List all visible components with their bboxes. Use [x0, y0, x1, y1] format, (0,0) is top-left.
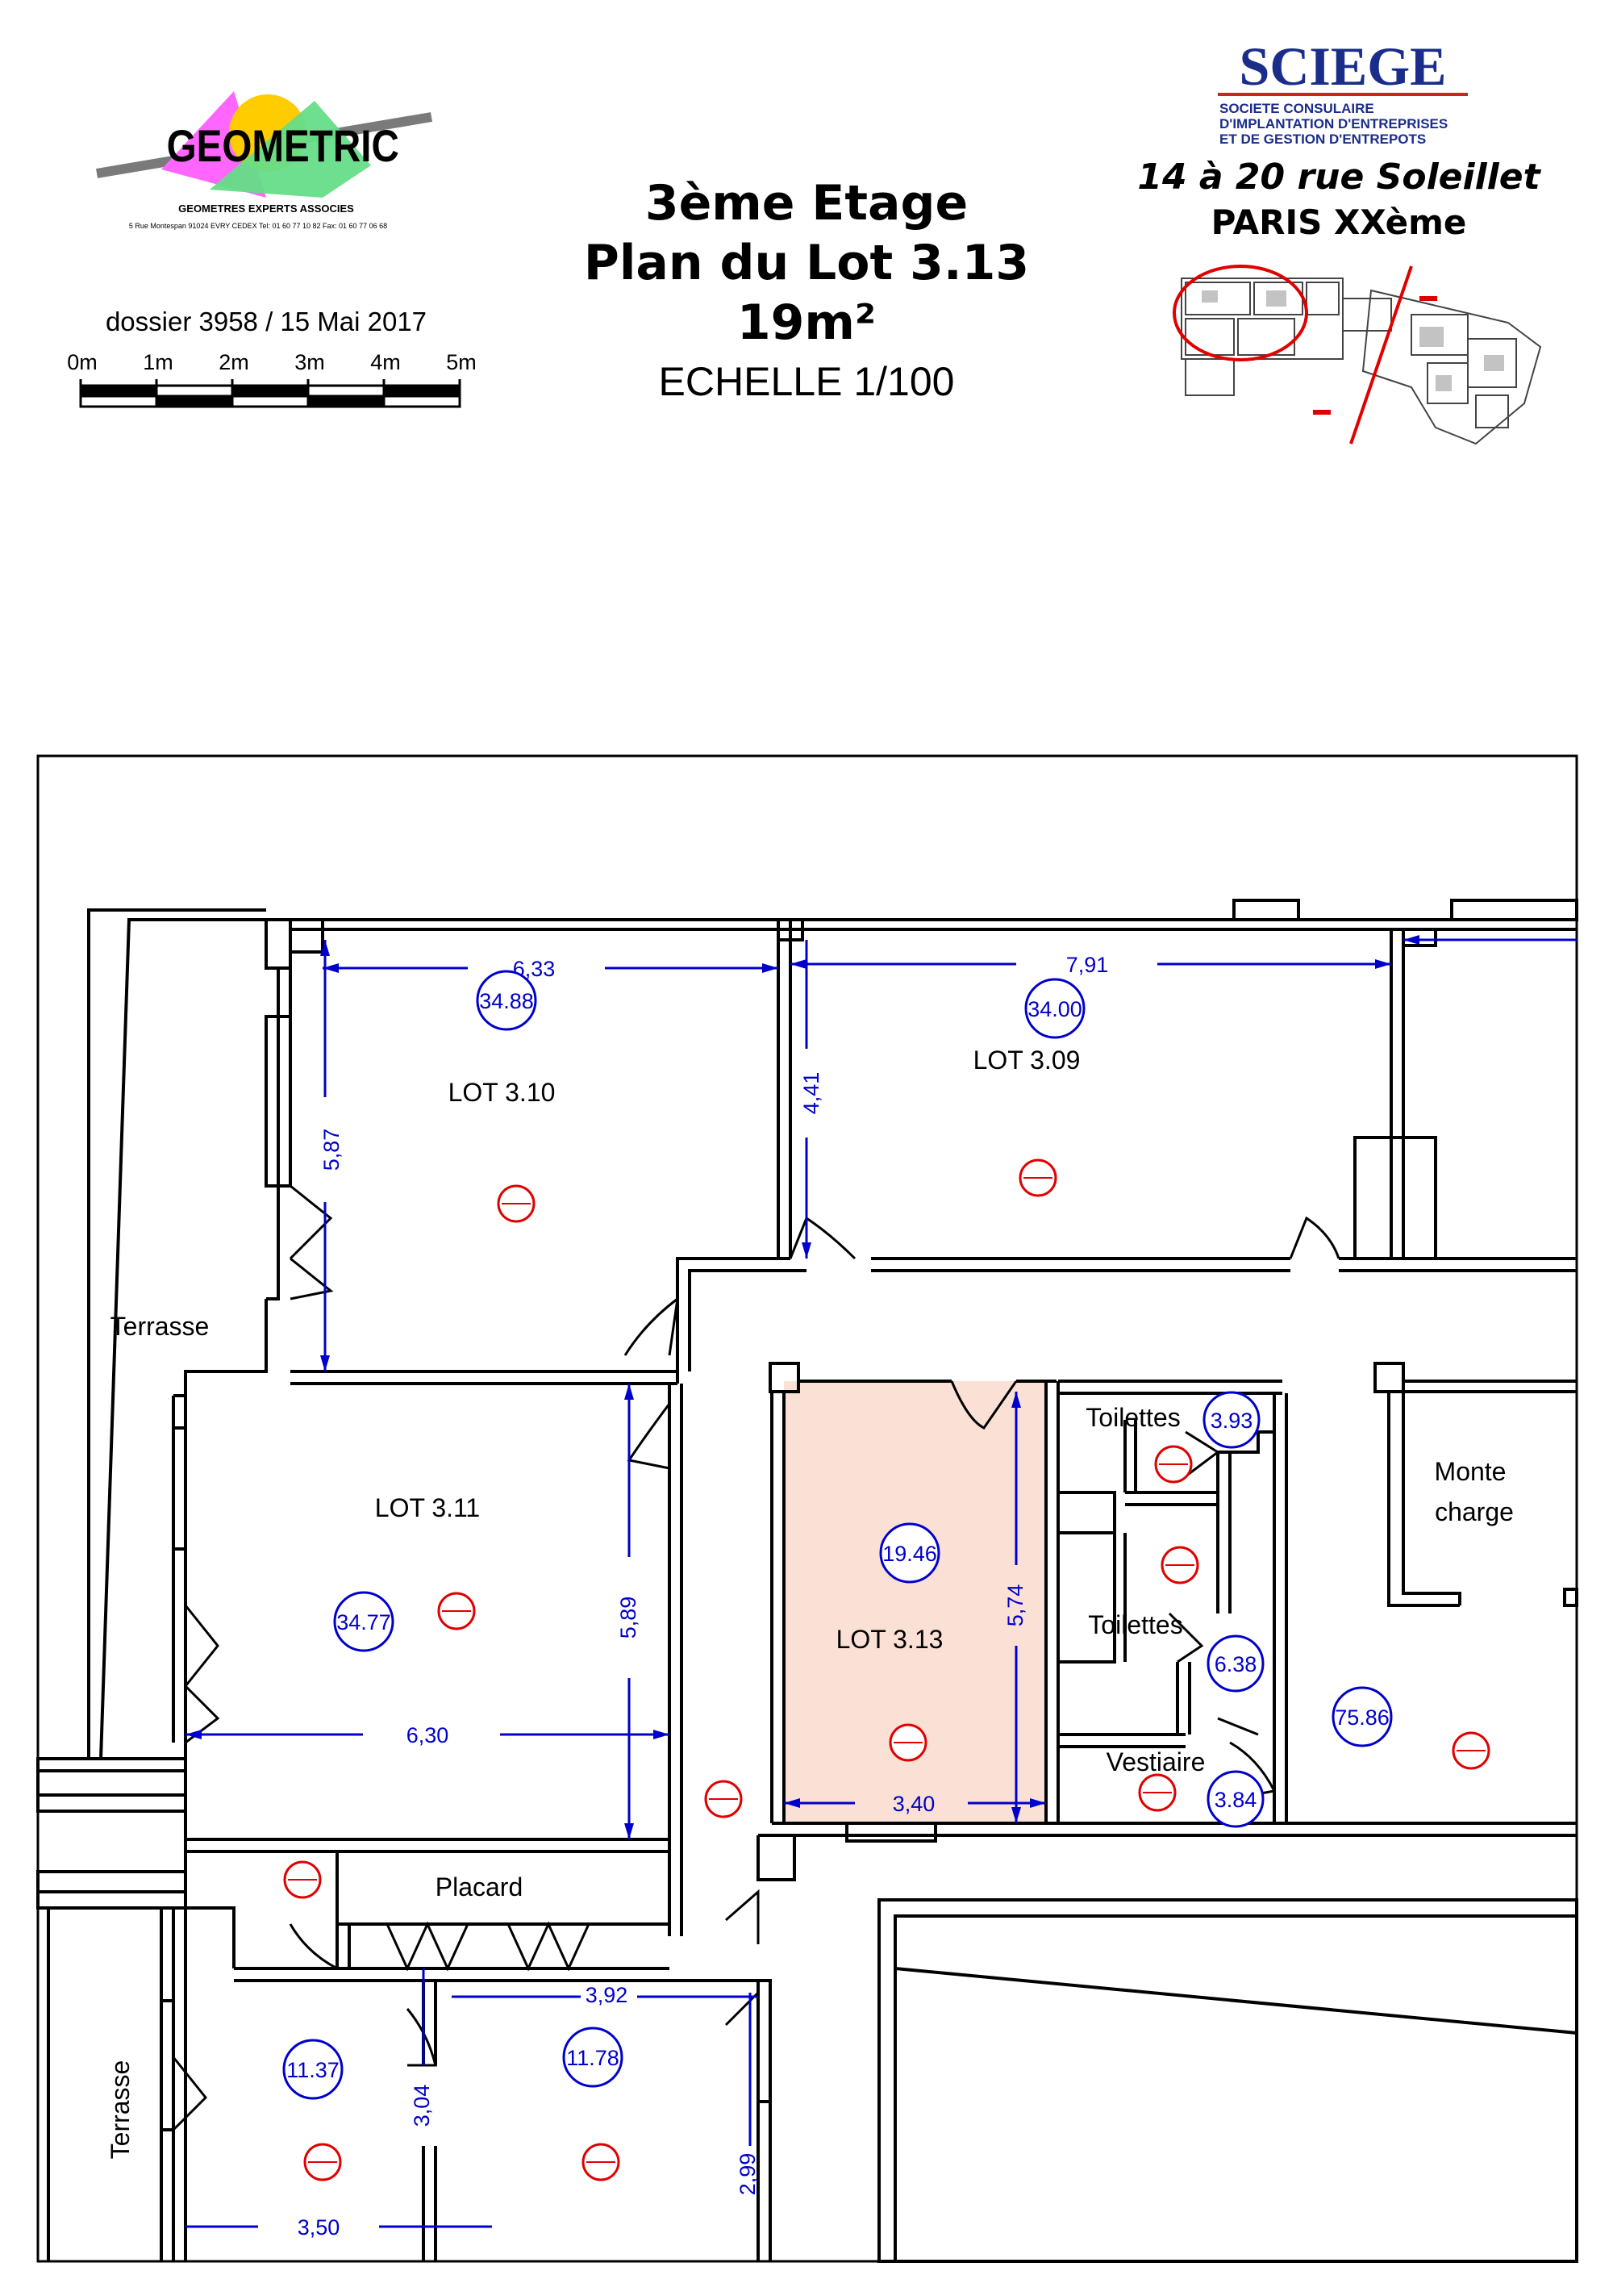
scale-label-5: 5m: [446, 350, 477, 374]
sciege-brand: SCIEGE: [1240, 44, 1447, 97]
area-lot-3-13: 19.46: [882, 1542, 937, 1566]
sciege-line-2: D'IMPLANTATION D'ENTREPRISES: [1219, 116, 1448, 131]
dim-lower-left-height: 3,04: [410, 2085, 434, 2127]
dim-lower-right-height: 2,99: [736, 2153, 760, 2196]
key-plan-highlight-circle: [1173, 265, 1308, 361]
room-terrasse-top: Terrasse: [110, 1312, 210, 1341]
logo-green-shape: [210, 101, 371, 198]
dimension-texts: 6,33 7,91 5,87 4,41 5,89 6,30 5,74 3,40 …: [298, 953, 1109, 2240]
logo-subtitle: GEOMETRES EXPERTS ASSOCIES: [178, 202, 354, 215]
dim-lot-3-11-height: 5,89: [616, 1597, 640, 1639]
sciege-line-3: ET DE GESTION D'ENTREPOTS: [1219, 131, 1426, 147]
scale-label-4: 4m: [370, 350, 401, 374]
title-plan: Plan du Lot 3.13: [583, 235, 1030, 291]
plan-title-block: 3ème Etage Plan du Lot 3.13 19m² ECHELLE…: [524, 173, 1089, 411]
address-street: 14 à 20 rue Soleillet: [1137, 157, 1540, 198]
dim-lot-3-10-height: 5,87: [319, 1129, 344, 1171]
area-texts: 34.88 34.00 34.77 19.46 3.93 6.38 75.86 …: [286, 989, 1390, 2082]
address-block: 14 à 20 rue Soleillet PARIS XXème: [1113, 155, 1565, 245]
room-lot-3-11: LOT 3.11: [375, 1493, 480, 1522]
room-toilettes-2: Toilettes: [1088, 1610, 1182, 1639]
room-lot-3-10: LOT 3.10: [448, 1078, 556, 1107]
dim-lot-3-13-width: 3,40: [893, 1792, 936, 1816]
dim-lot-3-09-width: 7,91: [1066, 953, 1109, 977]
dim-lot-3-13-height: 5,74: [1003, 1584, 1027, 1627]
area-toilettes-1: 3.93: [1211, 1409, 1253, 1433]
area-toilettes-2: 6.38: [1215, 1652, 1257, 1676]
area-circles: [282, 970, 1393, 2100]
key-plan-thumbnail: [1173, 265, 1542, 445]
sciege-line-1: SOCIETE CONSULAIRE: [1219, 101, 1374, 116]
scale-label-1: 1m: [143, 350, 173, 374]
key-plan-section-line: [1349, 265, 1413, 445]
room-toilettes-1: Toilettes: [1086, 1403, 1180, 1432]
room-terrasse-bottom: Terrasse: [106, 2060, 135, 2160]
room-vestiaire: Vestiaire: [1107, 1747, 1206, 1776]
plan-frame: [36, 754, 1578, 2263]
address-city: PARIS XXème: [1211, 202, 1467, 242]
room-monte: Monte: [1435, 1457, 1507, 1486]
scale-label-0: 0m: [67, 350, 98, 374]
area-vestiaire: 3.84: [1215, 1788, 1257, 1812]
area-lower-left: 11.37: [286, 2058, 340, 2082]
dim-lot-3-09-height: 4,41: [799, 1072, 823, 1115]
dimension-arrows: [185, 935, 1419, 1839]
room-lot-3-13: LOT 3.13: [836, 1625, 944, 1654]
dossier-label: dossier 3958 / 15 Mai 2017: [105, 307, 427, 336]
title-area: 19m²: [736, 294, 877, 351]
walls: [36, 899, 1578, 2263]
title-scale: ECHELLE 1/100: [658, 359, 955, 404]
dim-lot-3-11-width: 6,30: [406, 1723, 449, 1747]
room-placard: Placard: [436, 1872, 523, 1902]
area-monte-charge: 75.86: [1335, 1705, 1390, 1730]
area-lot-3-09: 34.00: [1027, 997, 1082, 1021]
room-lot-3-09: LOT 3.09: [973, 1046, 1081, 1075]
geometric-logo: GEOMETRIC GEOMETRES EXPERTS ASSOCIES 5 R…: [96, 91, 432, 230]
area-lot-3-11: 34.77: [336, 1610, 391, 1634]
area-lot-3-10: 34.88: [479, 989, 534, 1013]
title-floor: 3ème Etage: [644, 175, 969, 232]
logo-brand-text: GEOMETRIC: [167, 121, 399, 171]
area-lower-right: 11.78: [566, 2046, 619, 2070]
dim-lower-room-width: 3,92: [586, 1983, 628, 2007]
scale-label-3: 3m: [294, 350, 325, 374]
sciege-logo: SCIEGE SOCIETE CONSULAIRE D'IMPLANTATION…: [1218, 44, 1468, 147]
room-labels: LOT 3.10 LOT 3.09 LOT 3.11 LOT 3.13 Toil…: [106, 1046, 1514, 2159]
logo-contact: 5 Rue Montespan 91024 EVRY CEDEX Tel: 01…: [129, 222, 387, 230]
scale-label-2: 2m: [219, 350, 249, 374]
dimension-lines: [185, 938, 1577, 2228]
door-swings: [172, 1184, 1340, 2131]
height-marker-ticks: [288, 1177, 1486, 2163]
dim-lower-left-width: 3,50: [298, 2215, 340, 2240]
room-charge: charge: [1435, 1497, 1514, 1526]
scale-bar: 0m 1m 2m 3m 4m 5m: [67, 350, 477, 408]
